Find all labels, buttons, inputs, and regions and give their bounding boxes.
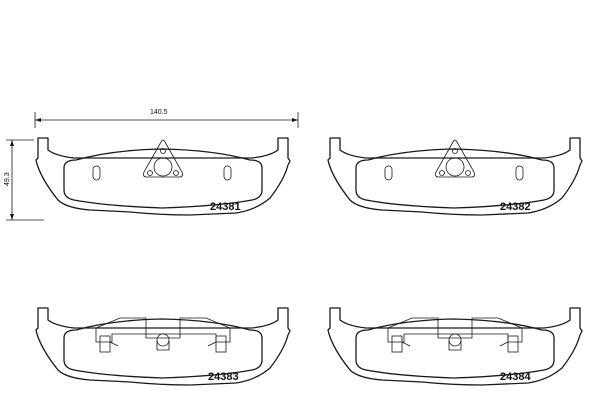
brake-pad-24381: 24381	[36, 138, 290, 215]
brake-pad-24384: 24384	[328, 308, 582, 385]
height-dimension-label: 49.3	[4, 172, 11, 186]
pad-outline-drawing	[36, 138, 290, 215]
pad-part-number: 24382	[500, 201, 531, 213]
pad-outline-drawing	[328, 308, 582, 385]
brake-pad-24382: 24382	[328, 138, 582, 215]
height-dimension: 49.3	[4, 139, 44, 221]
pad-outline-drawing	[328, 138, 582, 215]
width-dimension-label: 140.5	[150, 109, 168, 116]
pad-outline-drawing	[36, 308, 290, 385]
width-dimension: 140.5	[34, 109, 299, 128]
pad-part-number: 24383	[208, 371, 239, 383]
pad-part-number: 24384	[500, 371, 531, 383]
brake-pad-24383: 24383	[36, 308, 290, 385]
pad-part-number: 24381	[210, 201, 241, 213]
